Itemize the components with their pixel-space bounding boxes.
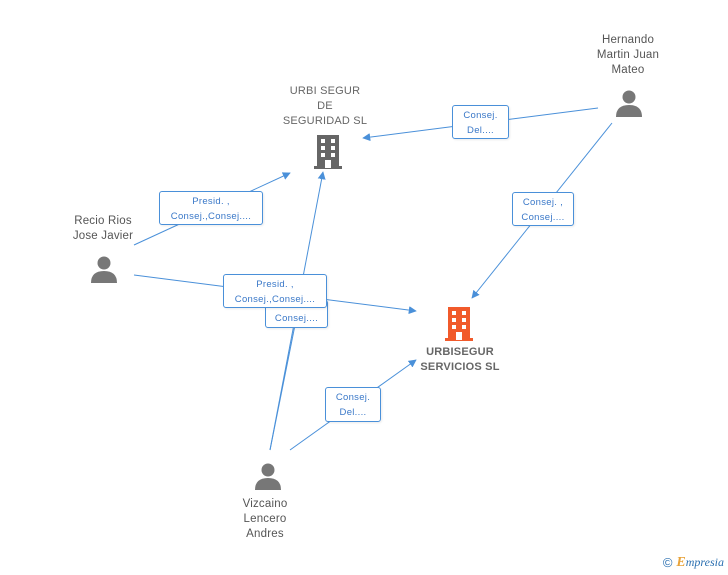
person-name-line: Hernando xyxy=(601,34,655,46)
edge-label-line: Consej. , xyxy=(522,197,564,208)
edge-label-line: Presid. , xyxy=(192,196,230,207)
edge-label-line: Del.... xyxy=(467,125,494,136)
edge-label-vizcaino-servicios[interactable]: Consej. Del.... xyxy=(325,387,381,422)
person-name-line: Martin Juan xyxy=(596,49,660,61)
edge-label-line: Presid. , xyxy=(256,279,294,290)
company-name-line: DE xyxy=(317,100,333,112)
person-label-recio[interactable]: Recio Rios Jose Javier xyxy=(53,214,153,244)
edge-label-line: Consej.,Consej.... xyxy=(234,294,316,305)
edge-line-vizcaino-up xyxy=(269,319,297,451)
edge-label-recio-urbi[interactable]: Presid. , Consej.,Consej.... xyxy=(159,191,263,225)
person-label-vizcaino[interactable]: Vizcaino Lencero Andres xyxy=(215,497,315,542)
company-name-line: URBI SEGUR xyxy=(289,85,361,97)
person-icon-vizcaino[interactable] xyxy=(253,461,283,491)
company-label-urbi-segur[interactable]: URBI SEGUR DE SEGURIDAD SL xyxy=(270,84,380,129)
edge-label-line: Del.... xyxy=(339,407,367,418)
footer-brand: © Empresia xyxy=(663,553,724,571)
person-icon-hernando[interactable] xyxy=(614,88,644,118)
person-name-line: Lencero xyxy=(243,513,287,525)
person-name-line: Jose Javier xyxy=(72,230,134,242)
person-name-line: Mateo xyxy=(611,64,645,76)
edge-label-recio-servicios[interactable]: Presid. , Consej.,Consej.... xyxy=(223,274,327,308)
edge-label-line: Consej.,Consej.... xyxy=(170,211,252,222)
company-name-line: SERVICIOS SL xyxy=(420,361,500,373)
edge-label-hernando-urbi[interactable]: Consej. Del.... xyxy=(452,105,509,139)
edge-label-hernando-servicios[interactable]: Consej. , Consej.... xyxy=(512,192,574,226)
building-icon-urbi-segur[interactable] xyxy=(312,134,344,170)
edge-label-line: Consej. xyxy=(335,392,371,403)
edge-label-line: Consej. xyxy=(463,110,498,121)
copyright-icon: © xyxy=(662,554,673,570)
person-name-line: Vizcaino xyxy=(242,498,288,510)
company-name-line: SEGURIDAD SL xyxy=(282,115,368,127)
edge-label-line: Consej.... xyxy=(274,313,319,324)
building-icon-urbisegur-servicios[interactable] xyxy=(443,306,475,342)
edge-label-line: Consej.... xyxy=(521,212,565,223)
person-name-line: Andres xyxy=(246,528,284,540)
company-label-urbisegur-servicios[interactable]: URBISEGUR SERVICIOS SL xyxy=(405,345,515,375)
company-name-line: URBISEGUR xyxy=(426,346,494,358)
person-name-line: Recio Rios xyxy=(74,215,132,227)
person-icon-recio[interactable] xyxy=(89,254,119,284)
person-label-hernando[interactable]: Hernando Martin Juan Mateo xyxy=(578,33,678,78)
empresia-logo[interactable]: Empresia xyxy=(676,555,724,570)
